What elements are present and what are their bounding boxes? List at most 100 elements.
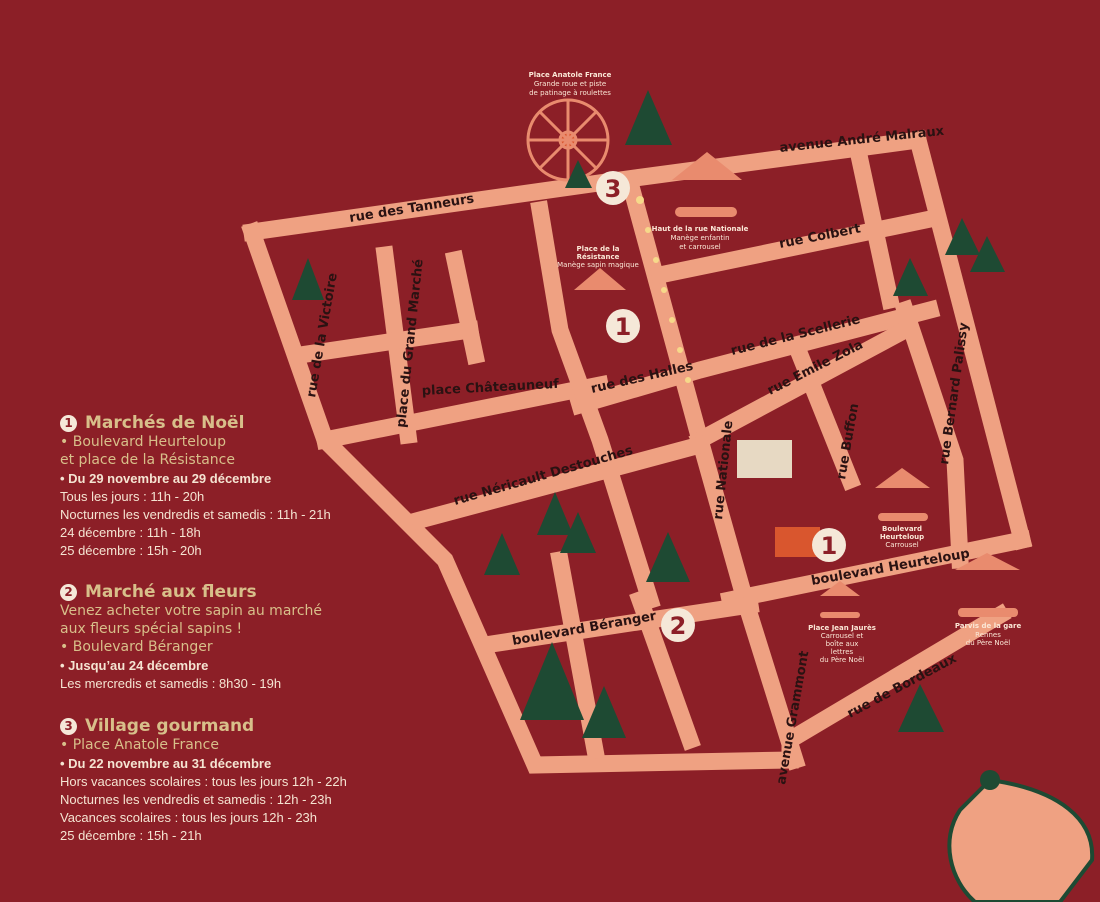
svg-text:Manège sapin magique: Manège sapin magique xyxy=(557,261,639,269)
legend-dates: • Du 22 novembre au 31 décembre xyxy=(60,756,272,771)
road-palissy xyxy=(894,299,969,569)
road-right-edge xyxy=(907,129,1033,551)
road-nationale xyxy=(621,179,806,771)
legend-sub: et place de la Résistance xyxy=(60,452,235,468)
tree-icon xyxy=(945,218,980,255)
road-beranger xyxy=(475,595,760,655)
tree-icon xyxy=(970,236,1005,272)
svg-text:lettres: lettres xyxy=(831,648,854,656)
carousel-icon xyxy=(875,468,930,488)
svg-text:Place de la: Place de la xyxy=(577,245,620,253)
road-destouches xyxy=(409,434,711,531)
svg-text:Heurteloup: Heurteloup xyxy=(880,533,924,541)
road-chateauneuf xyxy=(314,374,611,451)
tree-icon xyxy=(625,90,672,145)
svg-text:Place Jean Jaurès: Place Jean Jaurès xyxy=(808,624,876,632)
map-markers[interactable]: 3 1 1 2 xyxy=(596,171,846,642)
svg-text:2: 2 xyxy=(670,612,687,640)
carousel-icon xyxy=(672,152,742,180)
chalet-icon xyxy=(737,440,792,478)
legend-hours: Tous les jours : 11h - 20h xyxy=(60,489,205,504)
tree-icon xyxy=(560,512,596,553)
svg-text:et carrousel: et carrousel xyxy=(679,243,721,251)
legend-hours: Vacances scolaires : tous les jours 12h … xyxy=(60,810,318,825)
tree-icon xyxy=(893,258,928,296)
marker-1-heurteloup[interactable]: 1 xyxy=(812,528,846,562)
svg-text:Place Anatole France: Place Anatole France xyxy=(529,71,612,79)
road-zola xyxy=(688,318,917,452)
svg-text:Carrousel et: Carrousel et xyxy=(821,632,864,640)
carousel-icon xyxy=(574,268,626,290)
legend-hours: 25 décembre : 15h - 21h xyxy=(60,828,202,843)
road-colbert xyxy=(649,207,946,286)
poi-labels: Place Anatole France Grande roue et pist… xyxy=(529,71,1022,664)
road-inner-4 xyxy=(550,550,605,760)
legend-sub: • Place Anatole France xyxy=(60,737,219,753)
legend-marche-aux-fleurs: 2 Marché aux fleurs Venez acheter votre s… xyxy=(60,582,322,693)
legend-village-gourmand: 3 Village gourmand • Place Anatole France… xyxy=(60,716,347,845)
trees xyxy=(292,90,1005,738)
legend-number-2: 2 xyxy=(60,583,77,601)
svg-text:1: 1 xyxy=(821,532,838,560)
legend-sub: aux fleurs spécial sapins ! xyxy=(60,621,243,637)
legend-sub: Venez acheter votre sapin au marché xyxy=(60,603,323,619)
legend-sub: • Boulevard Heurteloup xyxy=(60,434,227,450)
nationale-lights xyxy=(636,196,691,383)
street-network xyxy=(241,129,1033,774)
svg-text:Rennes: Rennes xyxy=(975,631,1001,639)
marker-3[interactable]: 3 xyxy=(596,171,630,205)
svg-text:1: 1 xyxy=(615,313,632,341)
svg-text:du Père Noël: du Père Noël xyxy=(966,639,1010,647)
road-inner-1 xyxy=(444,249,486,366)
tree-icon xyxy=(484,533,520,575)
legend-sub: • Boulevard Béranger xyxy=(60,639,213,655)
svg-text:Grande roue et piste: Grande roue et piste xyxy=(534,80,606,88)
legend-title: Village gourmand xyxy=(85,716,255,736)
ornament-icon xyxy=(947,770,1095,902)
svg-text:Résistance: Résistance xyxy=(577,253,620,261)
ferris-wheel-icon xyxy=(526,98,610,182)
svg-text:3: 3 xyxy=(605,175,622,203)
road-victoire-inner xyxy=(290,320,480,365)
legend-hours: 25 décembre : 15h - 20h xyxy=(60,543,202,558)
tree-icon xyxy=(582,686,626,738)
road-scellerie xyxy=(569,299,941,416)
legend-hours: 24 décembre : 11h - 18h xyxy=(60,525,201,540)
tree-icon xyxy=(520,642,584,720)
svg-text:Parvis de la gare: Parvis de la gare xyxy=(955,622,1022,630)
legend-hours: Nocturnes les vendredis et samedis : 11h… xyxy=(60,507,331,522)
svg-text:boîte aux: boîte aux xyxy=(826,640,859,648)
tree-icon xyxy=(565,160,592,188)
tree-icon xyxy=(292,258,324,300)
marker-1-resistance[interactable]: 1 xyxy=(606,309,640,343)
legend-hours: Nocturnes les vendredis et samedis : 12h… xyxy=(60,792,332,807)
tree-icon xyxy=(646,532,690,582)
legend-title: Marché aux fleurs xyxy=(85,582,257,602)
svg-text:Haut de la rue Nationale: Haut de la rue Nationale xyxy=(652,225,749,233)
svg-text:Boulevard: Boulevard xyxy=(882,525,922,533)
legend-number-1: 1 xyxy=(60,414,77,432)
carousel-icon xyxy=(820,581,860,596)
road-inner-2 xyxy=(849,149,901,311)
marker-2[interactable]: 2 xyxy=(661,608,695,642)
svg-text:de patinage à roulettes: de patinage à roulettes xyxy=(529,89,611,97)
svg-text:rue des Tanneurs: rue des Tanneurs xyxy=(348,191,475,226)
legend-hours: Hors vacances scolaires : tous les jours… xyxy=(60,774,347,789)
legend-number-3: 3 xyxy=(60,717,77,735)
legend-hours: Les mercredis et samedis : 8h30 - 19h xyxy=(60,676,282,691)
road-halles-vert xyxy=(530,200,661,611)
road-victoire xyxy=(241,221,799,774)
svg-text:Manège enfantin: Manège enfantin xyxy=(670,234,729,242)
legend-title: Marchés de Noël xyxy=(85,413,245,433)
legend-dates: • Jusqu’au 24 décembre xyxy=(60,658,209,673)
road-buffon xyxy=(788,343,862,492)
carousels xyxy=(574,152,1020,618)
legend-dates: • Du 29 novembre au 29 décembre xyxy=(60,471,272,486)
road-heurteloup xyxy=(719,529,1033,611)
svg-text:place Châteauneuf: place Châteauneuf xyxy=(421,377,559,399)
tree-icon xyxy=(537,492,573,535)
carousel-icon xyxy=(955,553,1020,570)
road-inner-3 xyxy=(629,589,701,751)
